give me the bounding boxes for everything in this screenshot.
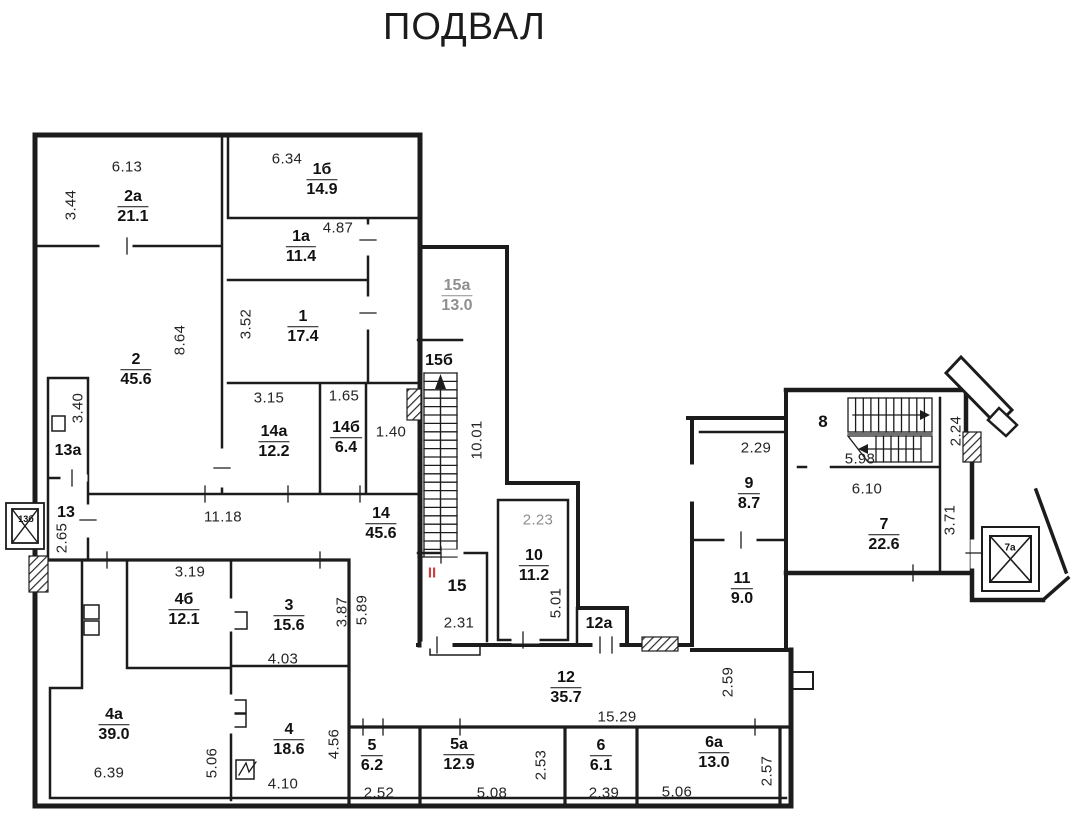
outer-walls	[32, 132, 794, 809]
dimension-label: 6.39	[93, 764, 125, 782]
dimension-label: 3.15	[253, 389, 285, 407]
dimension-label: 2.57	[758, 755, 776, 787]
dimension-label: 6.34	[271, 150, 303, 168]
dimension-label: 3.19	[174, 563, 206, 581]
dimension-label: 4.10	[267, 775, 299, 793]
stair-8-up-arrowhead	[920, 410, 930, 420]
dimension-label: 5.06	[661, 783, 693, 801]
room-number-label-7a: 7а	[1004, 542, 1016, 554]
outer-walls-mid-band	[418, 245, 629, 647]
dimension-label: 3.40	[69, 392, 87, 424]
dimension-label: 2.39	[588, 784, 620, 802]
dimension-label: 3.71	[941, 504, 959, 536]
inner-walls-thick	[33, 558, 793, 808]
dimension-label: 3.52	[237, 308, 255, 340]
room-number-label-15b: 15б	[425, 352, 453, 369]
dimension-label: 2.53	[532, 749, 550, 781]
wall-fixtures	[51, 415, 257, 780]
stair-15b	[417, 372, 458, 558]
room-number-label-12a: 12а	[585, 615, 613, 632]
dimension-label: 11.18	[204, 508, 242, 526]
dimension-label: 5.01	[547, 587, 565, 619]
dimension-label: 5.08	[476, 784, 508, 802]
dimension-label: 3.44	[62, 189, 80, 221]
door-openings	[60, 224, 978, 734]
dimension-label: 6.10	[851, 480, 883, 498]
dimension-label: 2.52	[363, 784, 395, 802]
dimension-label: 6.13	[111, 158, 143, 176]
dimension-label: 2.24	[947, 415, 965, 447]
room-number-label-15: 15	[447, 576, 467, 595]
dimension-label: 2.31	[443, 614, 475, 632]
dimension-label: 5.98	[844, 450, 876, 468]
dimension-label: 2.65	[53, 522, 71, 554]
page-title: ПОДВАЛ	[383, 6, 546, 48]
dimension-label: 5.89	[353, 594, 371, 626]
room-number-label-13a: 13а	[54, 442, 82, 459]
stair-8	[846, 397, 933, 463]
room-number-label-8: 8	[818, 412, 828, 431]
inner-walls	[33, 133, 942, 802]
section-marker-section-II: II	[427, 564, 437, 582]
entrance-diagonal-walls	[1033, 487, 1071, 603]
dimension-label: 1.40	[375, 423, 407, 441]
dimension-label: 3.87	[333, 596, 351, 628]
dimension-label: 4.87	[322, 219, 354, 237]
tick-marks	[71, 237, 983, 736]
room15-threshold	[429, 644, 481, 656]
dimension-label: 10.01	[468, 420, 486, 460]
dimension-label: 4.56	[325, 728, 343, 760]
electrical-zigzag-icon	[238, 761, 257, 776]
dimension-label: 4.03	[267, 650, 299, 668]
outer-walls-corridor12	[416, 388, 793, 652]
dimension-label: 15.29	[597, 708, 637, 726]
dimension-label: 5.06	[203, 747, 221, 779]
elevator-13b-icon	[5, 502, 45, 550]
outer-walls-entrance-block	[783, 387, 1046, 603]
dimension-label: 2.59	[719, 666, 737, 698]
hatched-wall-sections	[28, 388, 982, 652]
stair-8-down-arrowhead	[858, 444, 868, 454]
dimension-label: 1.65	[328, 387, 360, 405]
room-number-label-13b: 13б	[18, 514, 34, 524]
corridor12-east-bump	[790, 671, 814, 690]
stair-15b-arrowhead	[435, 374, 446, 389]
entrance-canopy	[943, 354, 1019, 438]
electrical-box-icon	[235, 759, 255, 780]
dimension-label: 8.64	[171, 324, 189, 356]
dimension-label: 2.29	[740, 439, 772, 457]
elevator-7a-icon	[981, 526, 1040, 592]
room-number-label-13: 13	[57, 504, 75, 521]
dimension-label: 2.23	[522, 511, 554, 529]
